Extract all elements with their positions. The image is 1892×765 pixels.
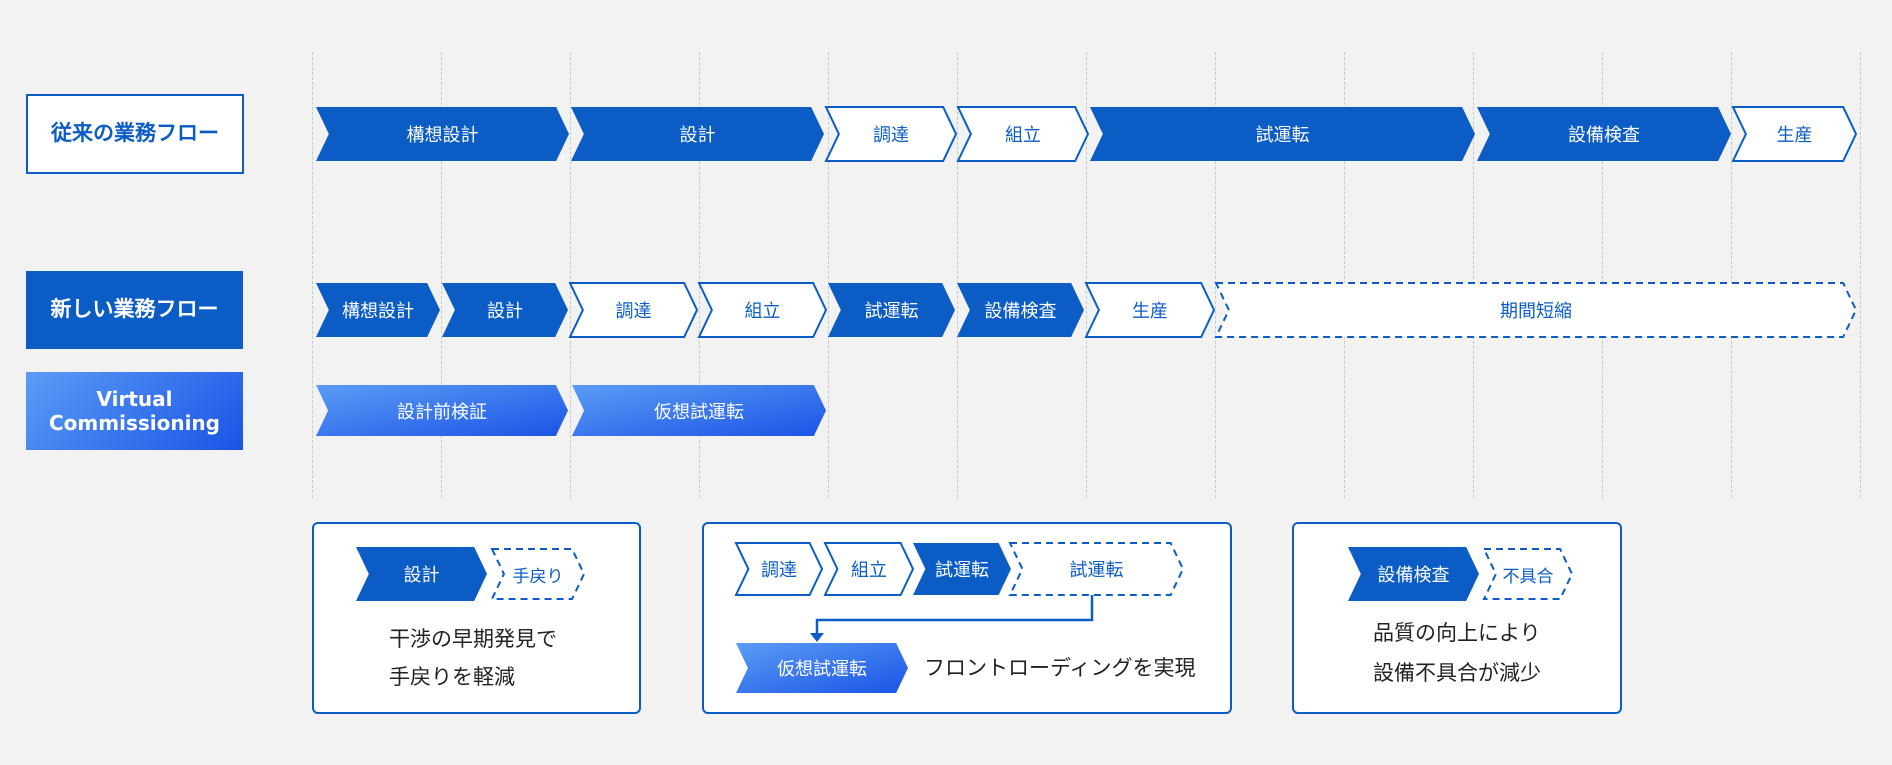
grid-line (1086, 52, 1087, 498)
old-flow-step: 調達 (824, 106, 958, 162)
card-step-label: 手戻り (512, 566, 564, 587)
new-flow-step-shortened-period: 期間短縮 (1214, 282, 1858, 338)
card-step: 組立 (823, 542, 915, 596)
vc-step-label: 仮想試運転 (654, 401, 744, 423)
card-step: 設備検査 (1348, 547, 1479, 601)
new-flow-label: 新しい業務フロー (26, 271, 243, 349)
new-flow-step-label: 調達 (615, 301, 652, 322)
old-flow-step: 設計 (571, 107, 824, 161)
grid-line (1731, 52, 1732, 498)
old-flow-step-label: 組立 (1005, 125, 1041, 146)
virtual-commissioning-label-line-1: Virtual (96, 387, 173, 411)
virtual-commissioning-label: Virtual Commissioning (26, 372, 243, 450)
card-text-line: 手戻りを軽減 (389, 665, 515, 689)
card-step-label: 調達 (761, 560, 797, 581)
card-step-label: 組立 (851, 560, 887, 581)
vc-step: 設計前検証 (316, 385, 568, 436)
new-flow-step-label: 設備検査 (984, 301, 1057, 322)
vc-step-label: 設計前検証 (397, 401, 487, 423)
grid-line (312, 52, 313, 498)
new-flow-step: 組立 (697, 282, 828, 338)
card-step: 設計 (356, 547, 487, 601)
card-step: 仮想試運転 (736, 643, 908, 693)
new-flow-step: 設備検査 (957, 283, 1084, 337)
old-flow-label: 従来の業務フロー (26, 94, 244, 174)
old-flow-step-label: 設計 (679, 125, 716, 146)
grid-line (828, 52, 829, 498)
grid-line (1473, 52, 1474, 498)
old-flow-step: 構想設計 (316, 107, 569, 161)
new-flow-step: 試運転 (828, 283, 955, 337)
vc-step: 仮想試運転 (572, 385, 826, 436)
old-flow-step-label: 構想設計 (406, 125, 479, 146)
old-flow-step-label: 設備検査 (1568, 125, 1640, 146)
grid-line (957, 52, 958, 498)
old-flow-step: 試運転 (1090, 107, 1475, 161)
virtual-commissioning-label-line-2: Commissioning (48, 411, 220, 435)
grid-line (1215, 52, 1216, 498)
new-flow-step-label: 期間短縮 (1500, 301, 1572, 322)
grid-line (1860, 52, 1861, 498)
card-step-label: 試運転 (935, 560, 989, 581)
new-flow-step-label: 組立 (744, 301, 781, 322)
card-step-label: 仮想試運転 (777, 659, 867, 680)
new-flow-step-label: 試運転 (864, 301, 919, 322)
grid-line (441, 52, 442, 498)
grid-line (1344, 52, 1345, 498)
old-flow-step: 組立 (956, 106, 1090, 162)
new-flow-step: 調達 (568, 282, 699, 338)
new-flow-step: 生産 (1084, 282, 1216, 338)
grid-line (699, 52, 700, 498)
card-text-line: フロントローディングを実現 (924, 656, 1196, 680)
new-flow-step-label: 設計 (487, 301, 523, 322)
new-flow-step-label: 生産 (1132, 301, 1168, 322)
card-step-label: 設計 (403, 565, 440, 586)
new-flow-step: 構想設計 (316, 283, 440, 337)
card-step: 試運転 (1008, 542, 1185, 596)
grid-line (570, 52, 571, 498)
old-flow-step-label: 調達 (873, 125, 909, 146)
old-flow-step-label: 試運転 (1255, 125, 1310, 146)
card-text-line: 設備不具合が減少 (1373, 661, 1541, 685)
card-step-label: 設備検査 (1377, 565, 1450, 586)
card-text-line: 品質の向上により (1373, 621, 1541, 645)
grid-line (1602, 52, 1603, 498)
card-step: 不具合 (1482, 548, 1574, 600)
card-step-label: 試運転 (1069, 560, 1124, 581)
card-step-label: 不具合 (1502, 566, 1554, 587)
card-step: 試運転 (913, 543, 1011, 595)
old-flow-step: 設備検査 (1477, 107, 1731, 161)
new-flow-step: 設計 (442, 283, 568, 337)
old-flow-step-label: 生産 (1776, 125, 1813, 146)
old-flow-step: 生産 (1731, 106, 1858, 162)
card-step: 手戻り (490, 548, 586, 600)
card-text-line: 干渉の早期発見で (389, 627, 557, 651)
card-step: 調達 (734, 542, 824, 596)
new-flow-step-label: 構想設計 (342, 301, 414, 322)
